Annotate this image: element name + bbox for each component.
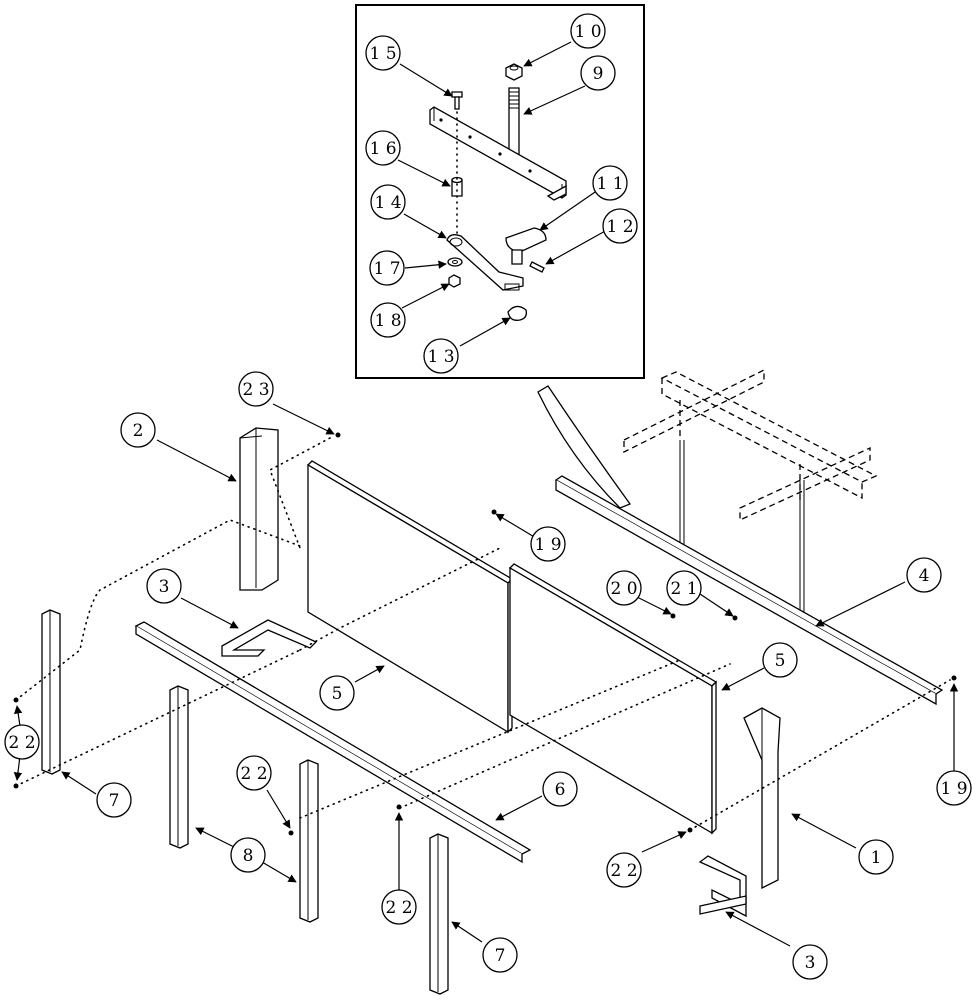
callout-7-bottom: 7 [482, 937, 518, 973]
svg-text:2 3: 2 3 [242, 380, 269, 400]
svg-text:2 2: 2 2 [610, 861, 637, 881]
part-clip-13 [507, 305, 528, 321]
callouts: 1 0 9 1 5 1 6 1 1 1 4 1 2 1 7 1 8 1 3 2 … [4, 13, 972, 980]
callout-2: 2 [120, 412, 156, 448]
svg-text:2: 2 [133, 421, 144, 441]
callout-19-upper: 1 9 [530, 526, 566, 562]
callout-22-left: 2 2 [4, 724, 40, 760]
svg-text:1 6: 1 6 [369, 139, 396, 159]
svg-text:9: 9 [593, 64, 604, 84]
callout-6: 6 [542, 771, 578, 807]
part-bracket-3-lower [698, 855, 747, 918]
svg-text:1 0: 1 0 [574, 22, 601, 42]
part-bracket-bar [429, 106, 567, 201]
part-nut-10 [505, 63, 523, 81]
svg-text:1 9: 1 9 [534, 535, 561, 555]
part-angle-6 [134, 621, 532, 864]
hardware-dots [13, 432, 957, 836]
part-post-7-left [41, 609, 61, 775]
callout-22-bottom: 2 2 [381, 889, 417, 925]
part-post-7-bottom [429, 833, 449, 995]
svg-text:1 8: 1 8 [374, 311, 401, 331]
svg-text:1 1: 1 1 [596, 174, 623, 194]
part-pin-12 [529, 261, 545, 273]
svg-text:2 2: 2 2 [240, 764, 267, 784]
callout-1: 1 [858, 839, 894, 875]
part-washer-17 [447, 257, 463, 267]
svg-text:7: 7 [495, 946, 506, 966]
svg-text:2 0: 2 0 [610, 579, 637, 599]
svg-text:1 9: 1 9 [940, 779, 967, 799]
callout-3-lower: 3 [792, 944, 828, 980]
svg-text:2 2: 2 2 [8, 733, 35, 753]
part-panel-5-right [508, 563, 718, 835]
callout-14: 1 4 [370, 184, 406, 220]
callout-21: 2 1 [666, 570, 702, 606]
part-bracket-3-upper [221, 619, 318, 657]
svg-text:3: 3 [159, 577, 170, 597]
part-spacer-16 [451, 176, 463, 197]
machine-frame-dashed [623, 368, 878, 620]
callout-17: 1 7 [369, 250, 405, 286]
svg-text:3: 3 [805, 953, 816, 973]
assembly-lines [15, 437, 951, 831]
callout-19-right: 1 9 [936, 770, 972, 806]
part-bolt-9 [508, 87, 520, 167]
callout-5-right: 5 [762, 642, 798, 678]
callout-13: 1 3 [423, 338, 459, 374]
callout-23: 2 3 [238, 371, 274, 407]
svg-text:1 3: 1 3 [427, 347, 454, 367]
svg-text:1 7: 1 7 [373, 259, 400, 279]
svg-text:5: 5 [332, 684, 343, 704]
callout-5-left: 5 [319, 675, 355, 711]
part-post-8-b [299, 759, 319, 923]
part-knob-11 [505, 227, 547, 265]
callout-10: 1 0 [570, 13, 606, 49]
callout-3-upper: 3 [146, 568, 182, 604]
callout-16: 1 6 [365, 130, 401, 166]
callout-9: 9 [580, 55, 616, 91]
callout-15: 1 5 [365, 35, 401, 71]
svg-text:2 1: 2 1 [670, 579, 697, 599]
svg-text:5: 5 [775, 651, 786, 671]
part-nut-18 [448, 274, 461, 288]
svg-text:8: 8 [243, 846, 254, 866]
svg-text:7: 7 [109, 791, 120, 811]
part-upright-1 [743, 707, 781, 890]
svg-text:6: 6 [555, 780, 566, 800]
svg-text:1 5: 1 5 [369, 44, 396, 64]
inset-pointer [537, 385, 632, 509]
part-arm-14 [446, 234, 524, 291]
svg-text:4: 4 [919, 566, 930, 586]
part-post-8-a [169, 685, 189, 849]
callout-11: 1 1 [592, 165, 628, 201]
leader-lines [13, 403, 959, 947]
callout-8: 8 [230, 837, 266, 873]
callout-12: 1 2 [602, 208, 638, 244]
svg-text:1 2: 1 2 [606, 217, 633, 237]
svg-text:2 2: 2 2 [385, 898, 412, 918]
svg-text:1: 1 [871, 848, 882, 868]
part-rail-4 [554, 475, 944, 706]
callout-18: 1 8 [370, 302, 406, 338]
callout-22-right: 2 2 [606, 852, 642, 888]
part-upright-2 [239, 427, 279, 591]
svg-text:1 4: 1 4 [374, 193, 401, 213]
part-screw-15 [451, 91, 463, 110]
callout-20: 2 0 [606, 570, 642, 606]
callout-7-left: 7 [96, 782, 132, 818]
callout-4: 4 [906, 557, 942, 593]
callout-22-mid: 2 2 [236, 755, 272, 791]
